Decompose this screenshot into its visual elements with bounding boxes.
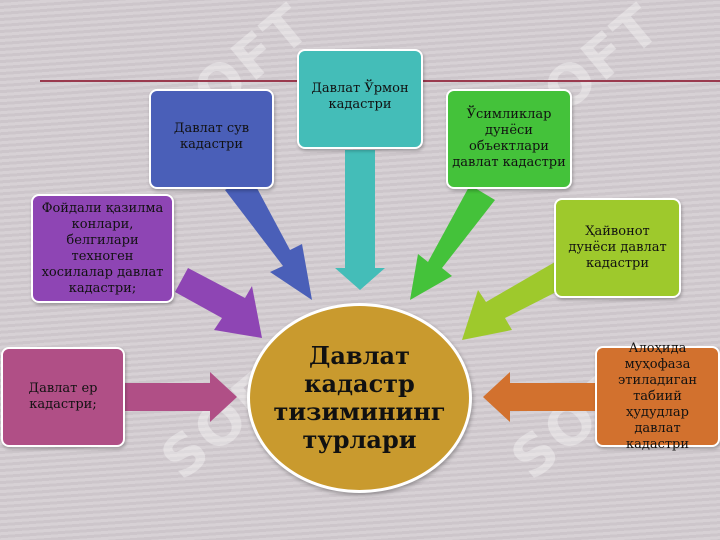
arrow-protected (483, 372, 595, 422)
arrow-water (225, 175, 312, 300)
arrow-forest (335, 150, 385, 290)
arrow-plants (410, 185, 495, 300)
arrow-land (125, 372, 237, 422)
box-forest-cadastre: Давлат Ўрмон кадастри (297, 49, 423, 149)
arrow-minerals (175, 268, 262, 338)
box-land-cadastre: Давлат ер кадастри; (1, 347, 125, 447)
center-topic: Давлат кадастр тизимининг турлари (247, 303, 472, 493)
box-water-cadastre: Давлат сув кадастри (149, 89, 274, 189)
box-protected-areas-cadastre: Алоҳида муҳофаза этиладиган табиий ҳудуд… (595, 341, 720, 452)
box-plants-cadastre: Ўсимликлар дунёси объектлари давлат када… (446, 89, 572, 189)
box-animals-cadastre: Ҳайвонот дунёси давлат кадастри (554, 198, 681, 298)
arrow-animals (462, 262, 568, 340)
box-minerals-cadastre: Фойдали қазилма конлари, белгилари техно… (31, 194, 174, 303)
